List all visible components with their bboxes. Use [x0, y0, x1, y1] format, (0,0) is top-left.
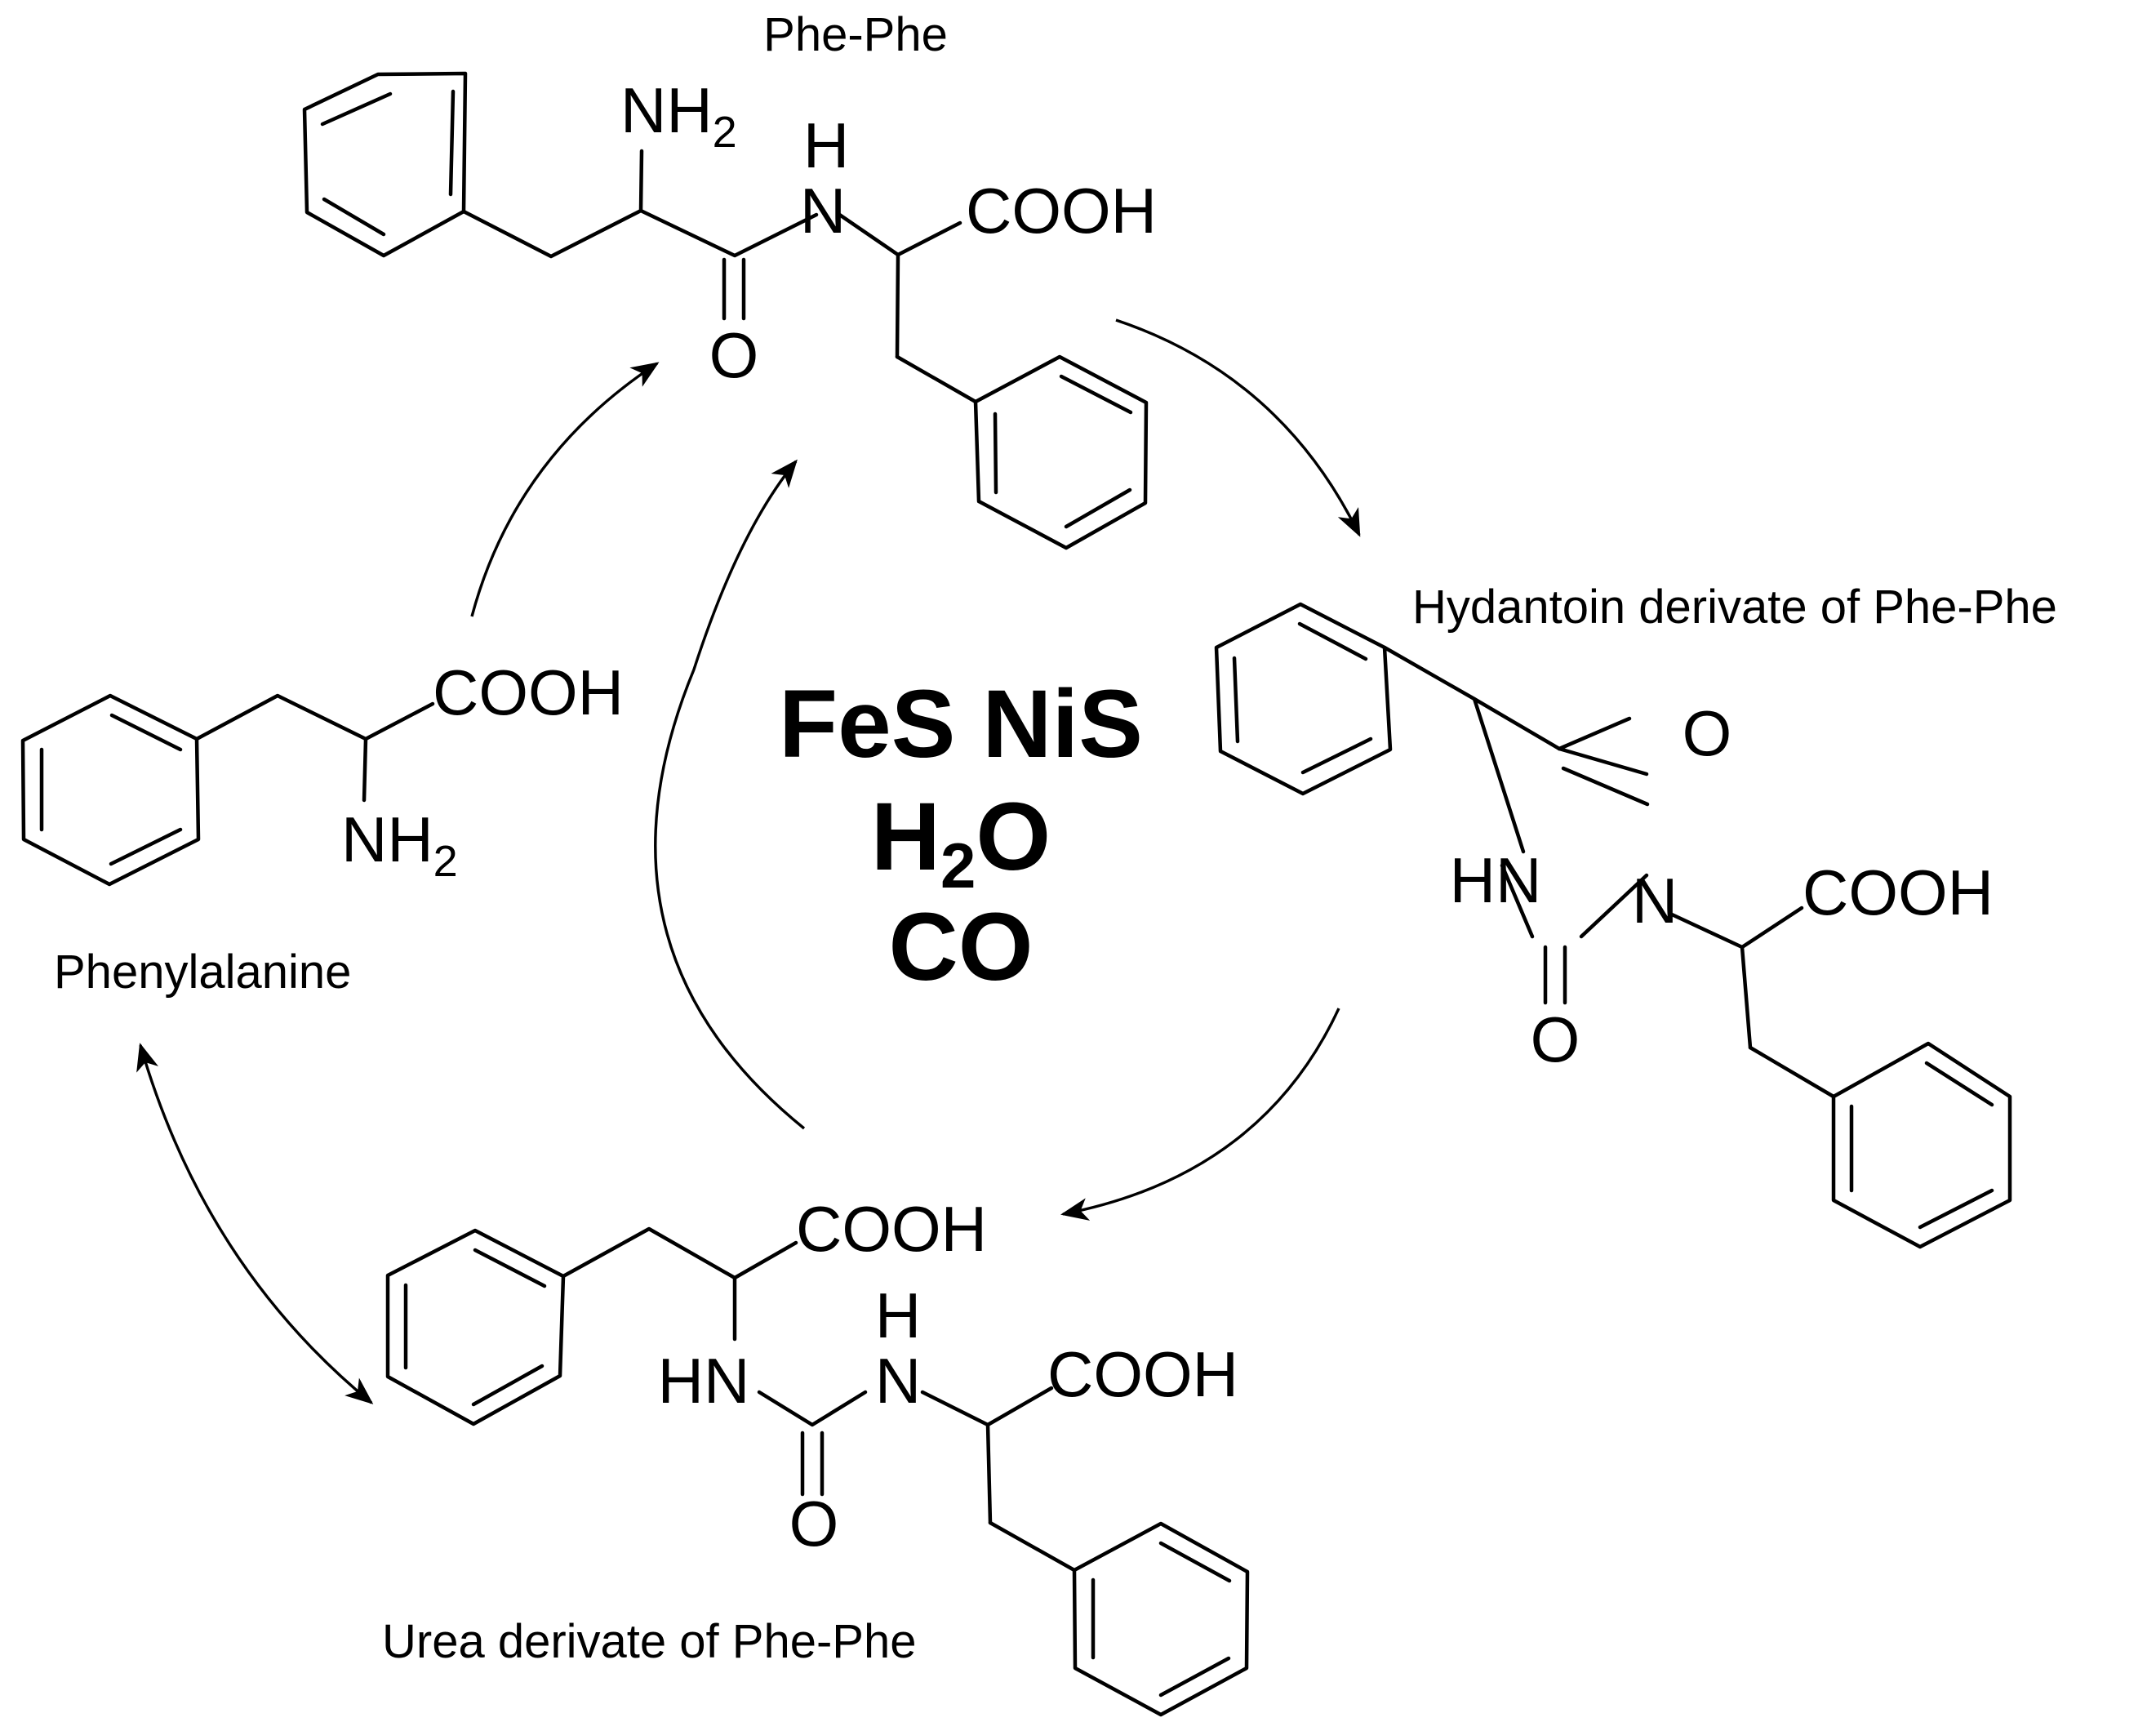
reaction-conditions: FeS NiS H2O CO — [779, 670, 1143, 1001]
arrow-urea-to-phephe — [654, 459, 806, 1130]
phe-phe-molecule: NH2 H N O COOH Phe-Phe — [302, 8, 1157, 550]
amine-label: NH2 — [620, 74, 737, 157]
cooh-label: COOH — [433, 656, 624, 728]
hn-label: HN — [658, 1345, 750, 1417]
arrow-phephe-to-hydantoin — [1115, 318, 1361, 537]
catalysts-label: FeS NiS — [779, 670, 1143, 778]
imide-n-label: N — [1632, 865, 1678, 937]
carbonyl-o-label: O — [709, 319, 759, 391]
hn-label: HN — [1450, 844, 1542, 916]
carbonyl-o-label: O — [789, 1488, 839, 1560]
arrow-phe-urea-equilibrium — [136, 1043, 374, 1404]
amine-label: NH2 — [341, 803, 458, 886]
carbonyl-o-label: O — [1531, 1003, 1580, 1075]
water-label: H2O — [871, 783, 1051, 901]
urea-molecule: COOH HN H N O COOH Urea derivate of Phe-… — [382, 1193, 1250, 1717]
carbonyl-o-label: O — [1683, 697, 1732, 769]
amide-n-label: N — [800, 175, 846, 247]
cooh-label: COOH — [1803, 857, 1994, 928]
caption-phe-phe: Phe-Phe — [763, 8, 948, 61]
cooh-label: COOH — [966, 175, 1157, 247]
amide-h-label: H — [803, 109, 849, 181]
caption-phenylalanine: Phenylalanine — [54, 946, 351, 999]
caption-hydantoin: Hydantoin derivate of Phe-Phe — [1412, 581, 2057, 634]
benzene-ring — [385, 1228, 566, 1426]
hydantoin-molecule: O HN N O COOH Hydantoin derivate of Phe-… — [1214, 581, 2057, 1249]
cooh-label: COOH — [796, 1193, 987, 1265]
phenylalanine-molecule: COOH NH2 Phenylalanine — [20, 656, 624, 999]
co-label: CO — [889, 893, 1034, 1001]
arrow-phe-to-phephe — [470, 362, 660, 617]
benzene-ring — [302, 71, 468, 258]
cooh-label: COOH — [1047, 1338, 1238, 1410]
benzene-ring — [973, 354, 1149, 550]
benzene-ring — [1214, 602, 1393, 796]
urea-n-label: N — [875, 1345, 921, 1417]
benzene-ring — [1831, 1041, 2012, 1249]
benzene-ring — [20, 693, 201, 887]
arrow-hydantoin-to-urea — [1060, 1008, 1340, 1221]
urea-h-label: H — [875, 1279, 921, 1351]
benzene-ring — [1072, 1521, 1250, 1717]
caption-urea: Urea derivate of Phe-Phe — [382, 1615, 916, 1668]
